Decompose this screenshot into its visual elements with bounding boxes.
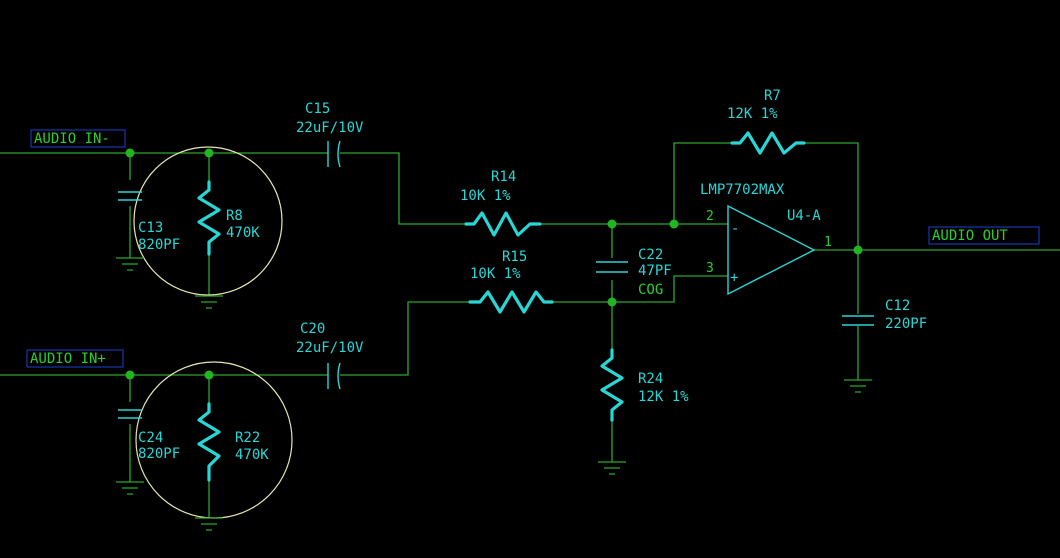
svg-text:2: 2	[706, 209, 714, 224]
resistor-r24	[600, 348, 624, 422]
label-c13-ref: C13	[138, 220, 163, 236]
label-r24-ref: R24	[638, 371, 663, 387]
capacitor-c24	[118, 409, 142, 419]
label-c15-ref: C15	[305, 101, 330, 117]
junction-dots	[125, 148, 863, 380]
resistor-r14	[464, 211, 542, 237]
label-r8-ref: R8	[226, 208, 243, 224]
capacitor-c12	[842, 315, 874, 326]
svg-text:3: 3	[706, 261, 714, 276]
resistor-r7	[730, 131, 806, 155]
label-u4-ref: U4-A	[787, 208, 821, 224]
wires	[0, 142, 1060, 518]
label-r8-value: 470K	[226, 225, 260, 241]
label-r24-value: 12K 1%	[638, 389, 689, 405]
net-label-audio-in-minus: AUDIO IN-	[34, 131, 110, 147]
label-c22-ref: C22	[638, 247, 663, 263]
label-u4-part: LMP7702MAX	[700, 182, 785, 198]
label-r7-ref: R7	[764, 88, 781, 104]
highlight-ring-top	[133, 146, 283, 296]
label-c20-value: 22uF/10V	[296, 340, 364, 356]
label-r14-value: 10K 1%	[460, 188, 511, 204]
label-r22-ref: R22	[235, 430, 260, 446]
label-c22-value: 47PF	[638, 263, 672, 279]
net-label-audio-out: AUDIO OUT	[932, 228, 1008, 244]
svg-text:1: 1	[824, 235, 832, 250]
ground-symbols	[116, 257, 872, 531]
label-r22-value: 470K	[235, 447, 269, 463]
label-c13-value: 820PF	[138, 237, 180, 253]
label-r15-ref: R15	[502, 249, 527, 265]
resistor-r15	[468, 290, 554, 314]
component-labels: C15 22uF/10V C20 22uF/10V C13 820PF R8 4…	[138, 88, 927, 463]
label-c24-value: 820PF	[138, 446, 180, 462]
capacitor-c20	[316, 362, 351, 390]
capacitor-c22	[596, 261, 628, 273]
label-c12-value: 220PF	[885, 316, 927, 332]
label-r15-value: 10K 1%	[470, 266, 521, 282]
net-label-audio-in-plus: AUDIO IN+	[30, 351, 106, 367]
label-c15-value: 22uF/10V	[296, 120, 364, 136]
svg-text:-: -	[731, 221, 739, 237]
opamp-u4a: 2 3 1 - +	[706, 204, 832, 296]
label-c22-dielectric: COG	[638, 282, 663, 298]
resistor-r8	[197, 180, 221, 256]
label-c24-ref: C24	[138, 430, 163, 446]
resistor-r22	[197, 402, 221, 482]
svg-text:+: +	[730, 270, 738, 286]
label-c20-ref: C20	[300, 321, 325, 337]
capacitor-c15	[316, 140, 351, 168]
label-c12-ref: C12	[885, 298, 910, 314]
label-r7-value: 12K 1%	[727, 106, 778, 122]
capacitor-c13	[118, 191, 142, 201]
label-r14-ref: R14	[491, 169, 516, 185]
